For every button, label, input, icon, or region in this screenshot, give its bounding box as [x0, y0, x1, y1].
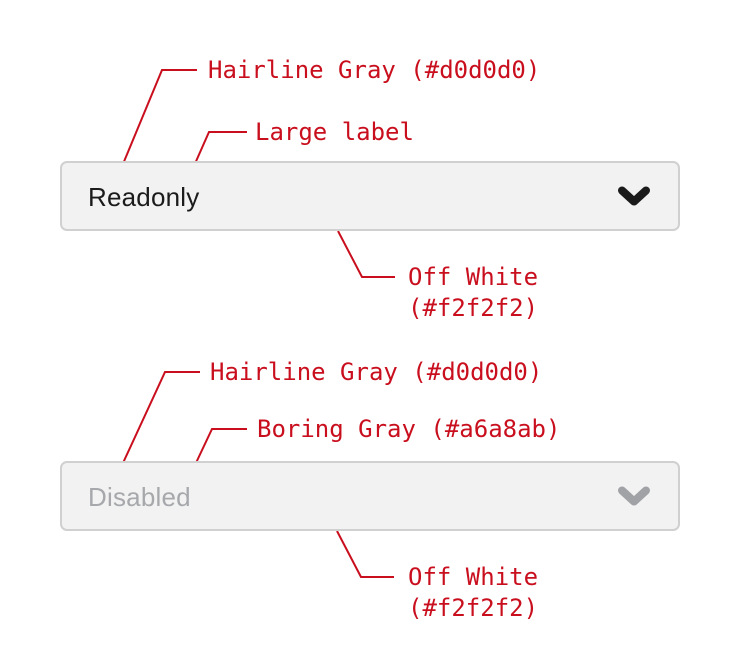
- leader-disabled-border: [122, 371, 200, 464]
- leader-disabled-background: [336, 530, 394, 578]
- disabled-select-label: Disabled: [88, 481, 191, 512]
- annotation-hairline-gray-readonly: Hairline Gray (#d0d0d0): [208, 56, 541, 84]
- readonly-select[interactable]: Readonly: [60, 161, 680, 231]
- annotation-large-label: Large label: [255, 118, 414, 146]
- disabled-select[interactable]: Disabled: [60, 461, 680, 531]
- readonly-select-label: Readonly: [88, 181, 200, 212]
- chevron-down-icon: [618, 186, 650, 205]
- annotation-boring-gray: Boring Gray (#a6a8ab): [257, 415, 561, 443]
- annotation-hairline-gray-disabled: Hairline Gray (#d0d0d0): [210, 358, 543, 386]
- annotation-off-white-disabled: Off White (#f2f2f2): [408, 563, 539, 622]
- chevron-down-icon: [618, 486, 650, 505]
- leader-readonly-border: [122, 69, 197, 165]
- leader-readonly-background: [337, 230, 395, 278]
- annotation-off-white-readonly: Off White (#f2f2f2): [408, 263, 539, 322]
